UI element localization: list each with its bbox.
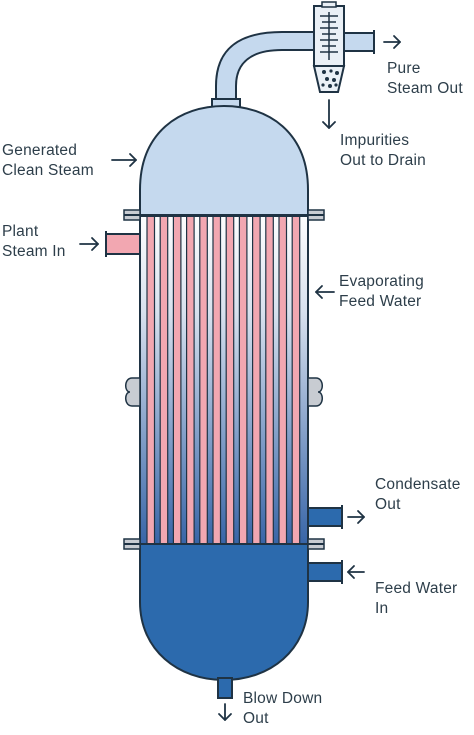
heating-tube	[172, 215, 182, 545]
heating-tube	[159, 215, 169, 545]
pure-steam-out-arrow-icon	[383, 35, 401, 49]
heating-tube	[238, 215, 248, 545]
heating-tube	[265, 215, 274, 545]
plant-steam-inlet-pipe	[105, 233, 141, 255]
heating-tube	[186, 215, 195, 545]
heating-tube	[291, 215, 301, 545]
heating-tube	[225, 215, 235, 545]
steam-dome	[139, 104, 309, 217]
blow-down-out-arrow-icon	[218, 703, 232, 721]
feed-water-in-arrow-icon	[347, 565, 365, 579]
steam-pipe	[215, 31, 323, 103]
impurities-out-arrow-icon	[322, 99, 336, 129]
condensate-out-arrow-icon	[347, 510, 365, 524]
separator-baffles	[320, 15, 338, 53]
heating-tube	[278, 215, 288, 545]
condensate-outlet-pipe	[307, 507, 343, 527]
blow-down-pipe	[217, 677, 233, 699]
heating-tube	[212, 215, 222, 545]
pure-steam-outlet-pipe	[339, 32, 375, 52]
right-support-lug	[307, 377, 323, 407]
evaporating-feed-water-arrow-icon	[315, 285, 335, 299]
heating-tube	[199, 215, 208, 545]
left-support-lug	[125, 377, 141, 407]
heating-tube	[252, 215, 261, 545]
generated-clean-steam-arrow-icon	[111, 153, 137, 167]
plant-steam-in-arrow-icon	[79, 237, 99, 251]
bottom-head	[139, 543, 309, 682]
heating-tubes	[146, 215, 301, 545]
feed-water-inlet-pipe	[307, 562, 343, 582]
separator-impurity-dots	[321, 69, 339, 88]
heating-tube	[146, 215, 156, 545]
